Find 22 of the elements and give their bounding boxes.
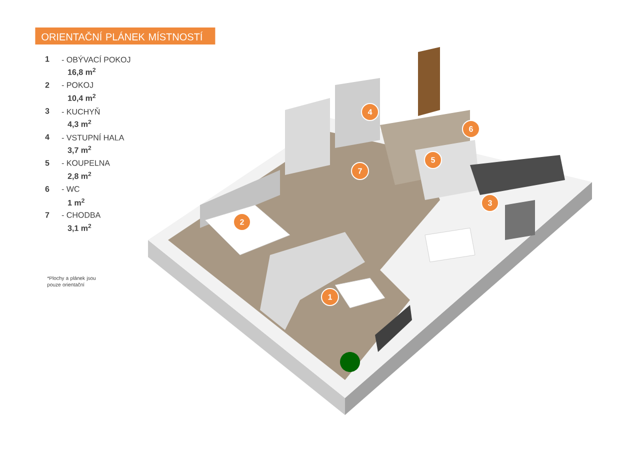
room-number: 5 (45, 160, 50, 166)
room-area: 4,3 m$^{2}$ (68, 120, 92, 128)
title-banner: ORIENTAČNÍ PLÁNEK MÍSTNOSTÍ (35, 28, 216, 44)
room-name: - WC (62, 186, 80, 192)
room-number: 6 (45, 186, 50, 192)
room-area: 3,1 m$^{2}$ (68, 224, 92, 232)
room-area: 2,8 m$^{2}$ (68, 172, 92, 180)
room-number: 7 (45, 212, 50, 218)
room-number: 1 (46, 56, 50, 62)
room-number: 3 (45, 108, 50, 114)
room-name: - KUCHYŇ (62, 107, 100, 115)
room-area: 1 m$^{2}$ (68, 198, 84, 206)
room-name: - CHODBA (62, 212, 101, 218)
room-area: 3,7 m$^{2}$ (68, 146, 92, 154)
room-name: - KOUPELNA (62, 160, 110, 166)
room-number: 4 (45, 134, 50, 140)
room-area: 16,8 m$^{2}$ (68, 68, 96, 76)
room-name: - OBÝVACÍ POKOJ (62, 56, 130, 62)
room-name: - VSTUPNÍ HALA (62, 134, 124, 140)
room-number: 2 (45, 82, 50, 88)
room-area: 10,4 m$^{2}$ (68, 94, 96, 102)
room-name: - POKOJ (62, 82, 93, 88)
